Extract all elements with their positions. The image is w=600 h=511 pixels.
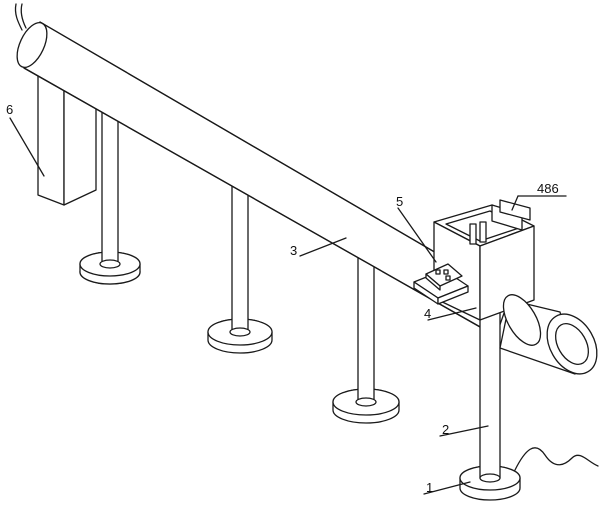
label-1: 1 [426, 480, 433, 495]
leader-3 [299, 237, 347, 257]
leader-5 [397, 207, 437, 263]
leader-2 [439, 425, 489, 437]
label-5: 5 [396, 194, 403, 209]
support-leg-3 [332, 257, 400, 424]
leader-6 [9, 117, 45, 177]
motor-drum [499, 294, 598, 375]
power-cable [514, 447, 599, 471]
top-cable-2 [20, 3, 27, 29]
label-486: 486 [537, 181, 559, 196]
label-4: 4 [424, 306, 431, 321]
main-tube [16, 21, 511, 337]
leader-4 [427, 307, 477, 321]
label-3: 3 [290, 243, 297, 258]
label-2: 2 [442, 422, 449, 437]
control-unit [413, 263, 469, 305]
support-leg-2 [207, 179, 273, 354]
top-cable [14, 3, 23, 31]
label-6: 6 [6, 102, 13, 117]
hanging-block [37, 69, 97, 206]
leader-1 [423, 481, 471, 495]
leader-486b [511, 195, 519, 211]
